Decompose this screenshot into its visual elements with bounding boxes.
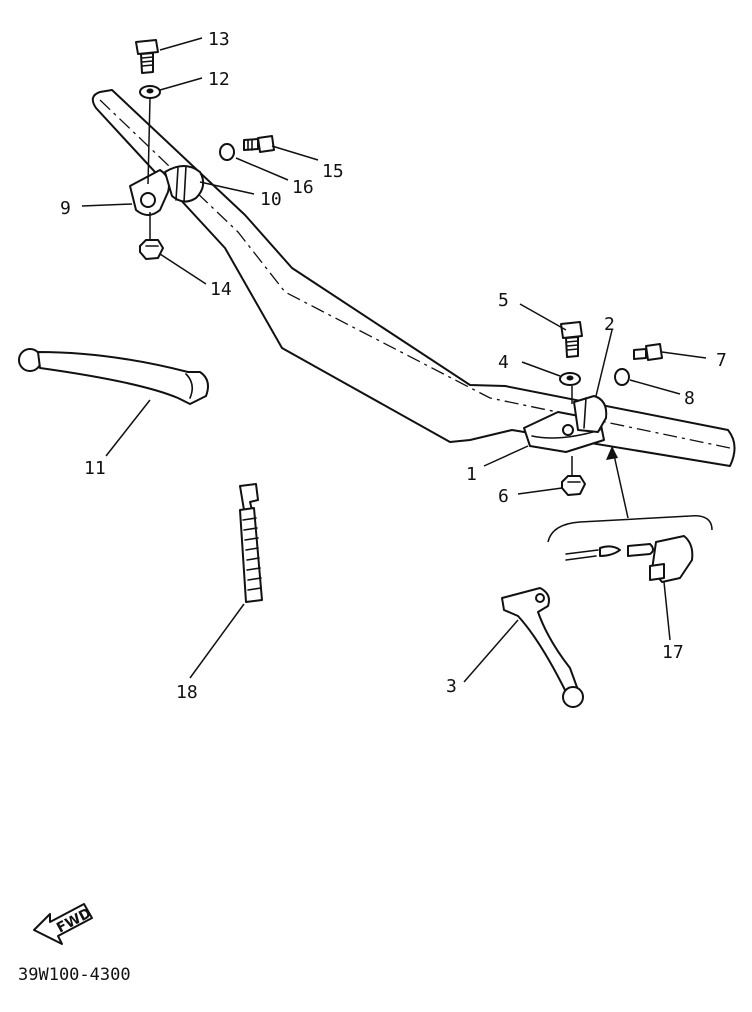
brake-lever — [501, 587, 584, 708]
bolt-13 — [135, 39, 159, 74]
callout-11: 11 — [84, 458, 106, 479]
bolt-5 — [560, 321, 583, 358]
inset-switch — [547, 445, 713, 583]
callout-3: 3 — [446, 676, 457, 697]
bolt-7 — [633, 343, 663, 361]
clutch-lever-holder — [129, 169, 170, 216]
callout-15: 15 — [322, 161, 344, 182]
callout-6: 6 — [498, 486, 509, 507]
holder-clamp — [164, 165, 205, 203]
callout-7: 7 — [716, 350, 727, 371]
bolt-15 — [243, 135, 275, 153]
nut-14 — [139, 239, 164, 260]
washer-4-hole — [566, 375, 574, 381]
nut-6 — [561, 475, 586, 496]
cable-band — [239, 483, 263, 603]
callout-12: 12 — [208, 69, 230, 90]
callout-5: 5 — [498, 290, 509, 311]
callout-18: 18 — [176, 682, 198, 703]
washer-8 — [614, 368, 630, 386]
handlebar — [91, 89, 736, 467]
callout-1: 1 — [466, 464, 477, 485]
callout-10: 10 — [260, 189, 282, 210]
callout-14: 14 — [210, 279, 232, 300]
fwd-arrow-icon: FWD — [33, 903, 94, 945]
washer-16 — [219, 143, 235, 161]
callout-17: 17 — [662, 642, 684, 663]
callout-16: 16 — [292, 177, 314, 198]
callout-8: 8 — [684, 388, 695, 409]
callout-13: 13 — [208, 29, 230, 50]
callout-2: 2 — [604, 314, 615, 335]
callout-4: 4 — [498, 352, 509, 373]
callout-9: 9 — [60, 198, 71, 219]
clutch-lever — [18, 348, 209, 405]
bracket-clamp — [573, 395, 608, 433]
washer-12-hole — [146, 88, 154, 94]
diagram-code: 39W100-4300 — [18, 965, 131, 985]
